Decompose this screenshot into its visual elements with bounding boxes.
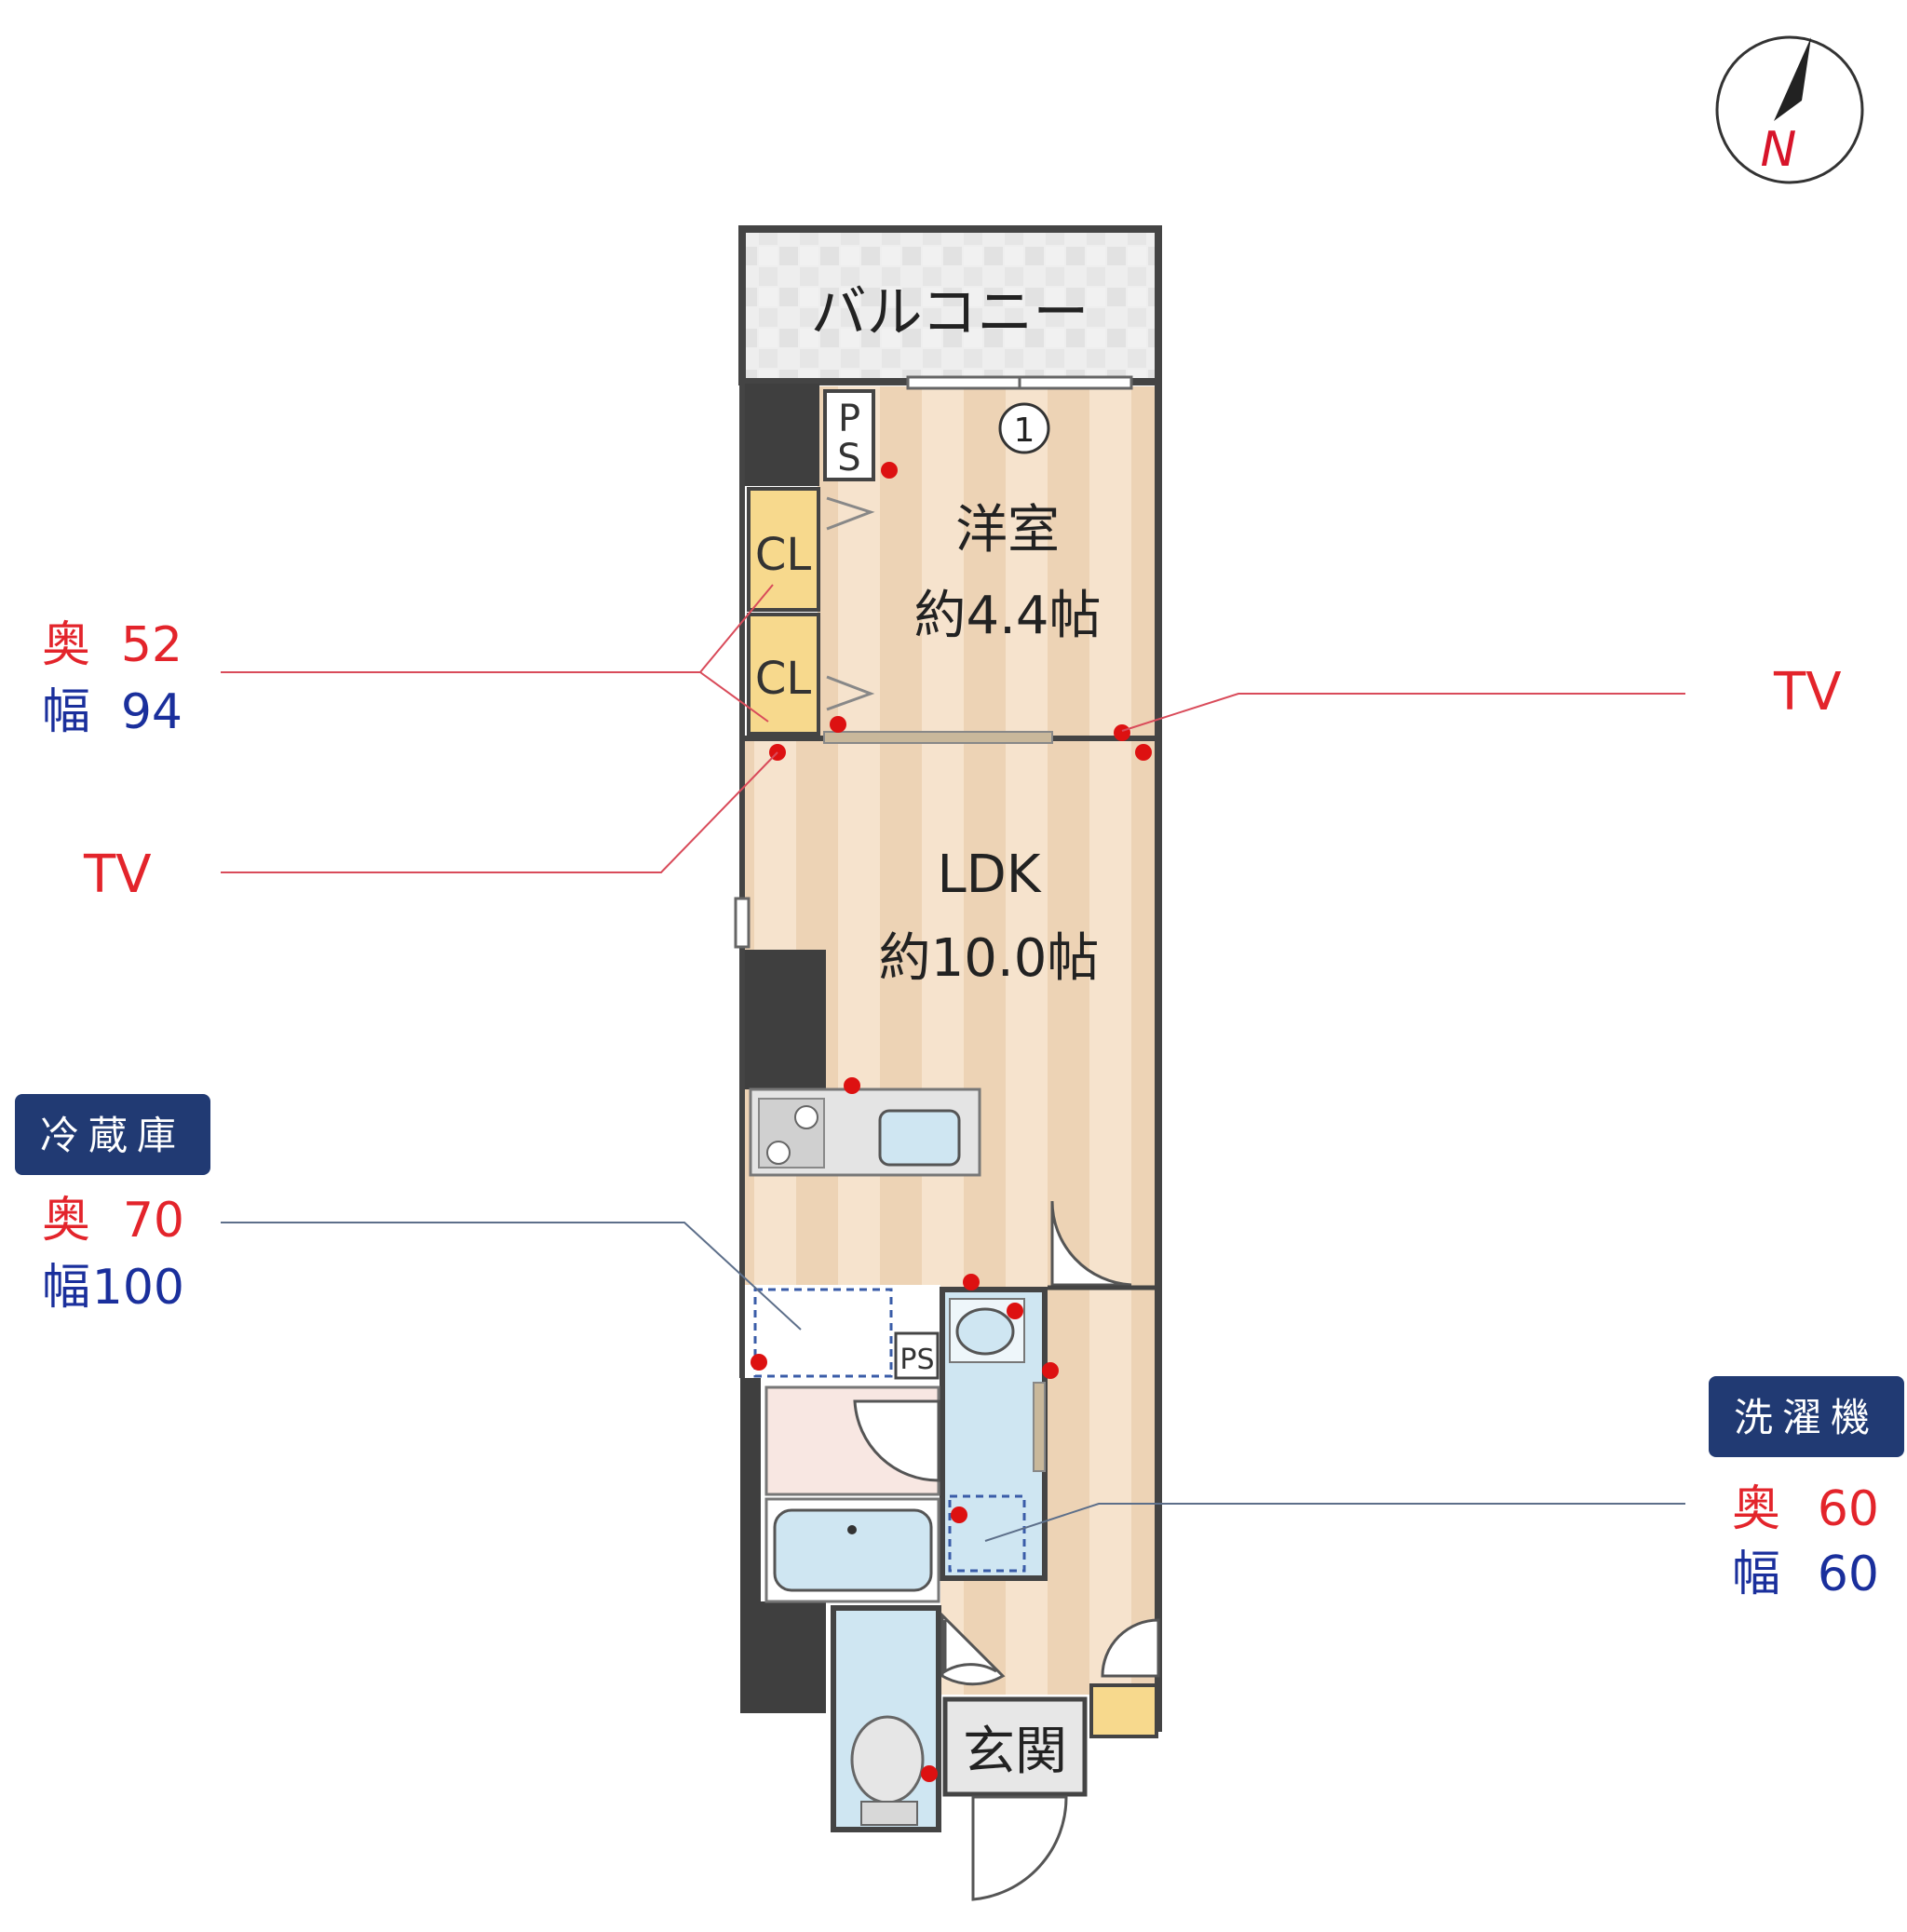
ps-upper-box (823, 389, 875, 481)
kitchen-sink (878, 1109, 961, 1167)
bathtub (773, 1508, 933, 1592)
closet-lower (747, 613, 820, 736)
closet-width-label: 幅 (42, 684, 90, 740)
pipe-space-lower: PS (894, 1331, 940, 1380)
washer-depth-label: 奥 (1732, 1481, 1780, 1537)
bathroom (764, 1385, 940, 1603)
entrance-label: 玄関 (963, 1722, 1067, 1782)
sliding-door-bedroom (823, 731, 1053, 744)
compass-north-label: N (1761, 122, 1797, 178)
burner-1-icon (794, 1105, 818, 1129)
fridge-annotation: 冷蔵庫 奥 70 幅 100 (15, 1094, 210, 1316)
closet-upper (747, 487, 820, 612)
fridge-depth-label: 奥 (42, 1193, 90, 1249)
closet-depth-value: 52 (121, 617, 183, 673)
entrance-floor (942, 1696, 1088, 1797)
washer-badge (1709, 1376, 1904, 1457)
ps-upper-letter-p: P (838, 398, 860, 440)
washer-annotation: 洗濯機 奥 60 幅 60 (1709, 1376, 1904, 1602)
outlet-dot (1007, 1303, 1023, 1319)
closet-leader-branch (699, 671, 769, 723)
outlet-dot (951, 1506, 967, 1523)
bathroom-door-swing (853, 1399, 940, 1482)
closet-leader-line (221, 584, 774, 673)
outlet-dot (881, 462, 898, 479)
washer-width-label: 幅 (1732, 1547, 1780, 1602)
ps-upper-letter-s: S (837, 437, 860, 480)
ldk-hall-door-swing (1050, 1200, 1132, 1287)
washer-width-value: 60 (1818, 1547, 1879, 1602)
structure (734, 225, 1162, 1732)
outlet-dot (1135, 744, 1152, 761)
washroom-side-door-swing (943, 1620, 997, 1674)
entrance: 玄関 (942, 1618, 1160, 1901)
ps-lower-box (894, 1331, 940, 1380)
washer-space (948, 1494, 1026, 1573)
balcony-label: バルコニー (811, 280, 1089, 345)
closet-lower-label: CL (755, 653, 812, 705)
closet-door-swing-lower (826, 675, 875, 711)
fridge-width-label: 幅 (42, 1260, 90, 1316)
washer-title: 洗濯機 (1734, 1395, 1879, 1440)
bedroom-size: 約4.4帖 (913, 586, 1101, 646)
shoe-cabinet (1089, 1683, 1158, 1738)
washbasin (955, 1307, 1015, 1356)
washroom (940, 1287, 1048, 1581)
ldk-hall-door (1048, 1200, 1158, 1290)
outlet-dot (844, 1077, 860, 1094)
tv-left-label: TV (83, 844, 152, 905)
hall-door-swing (1101, 1618, 1160, 1678)
outlet-dot (1114, 724, 1130, 741)
window-marker-number: 1 (1014, 412, 1035, 450)
fridge-leader-line (221, 1222, 802, 1331)
burner-2-icon (766, 1141, 791, 1165)
ps-lower-label: PS (899, 1344, 934, 1376)
outlet-dot (963, 1274, 980, 1290)
closet-upper-label: CL (755, 529, 812, 581)
toilet-bowl-icon (850, 1715, 925, 1804)
toilet-room (831, 1605, 1006, 1832)
wall-left-bottom (740, 1601, 826, 1713)
outlet-dot (830, 716, 846, 733)
leader-lines (221, 584, 1685, 1542)
window-marker-circle (998, 402, 1050, 454)
wall-left-middle (740, 950, 826, 1089)
north-arrow-icon (1774, 37, 1811, 121)
fridge-space (753, 1288, 893, 1378)
outlet-dot (1042, 1362, 1059, 1379)
closet-door-swing-upper (826, 496, 875, 531)
tv-left-leader-line (221, 751, 778, 873)
outlet-dot (751, 1354, 767, 1371)
kitchen-counter (749, 1088, 981, 1177)
toilet-tank (860, 1801, 918, 1826)
fridge-width-value: 100 (92, 1260, 184, 1316)
washer-depth-value: 60 (1818, 1481, 1879, 1537)
closets: CL CL (747, 487, 875, 736)
fridge-depth-value: 70 (123, 1193, 184, 1249)
fridge-title: 冷蔵庫 (40, 1113, 185, 1158)
pipe-space-upper: P S (823, 389, 875, 481)
closet-annotation: 奥 52 幅 94 (42, 617, 183, 740)
washer-leader-line (984, 1503, 1685, 1542)
ldk-side-window (734, 897, 751, 949)
tv-right-label: TV (1773, 662, 1842, 723)
washroom-door-slide (1033, 1382, 1046, 1472)
fridge-badge (15, 1094, 210, 1175)
bedroom-name: 洋室 (955, 500, 1060, 561)
ldk-size: 約10.0帖 (879, 928, 1100, 989)
closet-width-value: 94 (121, 684, 183, 740)
compass-ring (1715, 35, 1864, 184)
ldk-name: LDK (937, 844, 1041, 905)
closet-depth-label: 奥 (42, 617, 90, 673)
entrance-door-swing (971, 1795, 1068, 1901)
window-marker: 1 (998, 402, 1050, 454)
wall-left-upper (740, 384, 819, 486)
outlet-dot (921, 1765, 938, 1782)
compass: N (1715, 35, 1864, 184)
bathtub-drain-icon (847, 1525, 857, 1534)
tv-right-leader-line (1121, 693, 1685, 732)
